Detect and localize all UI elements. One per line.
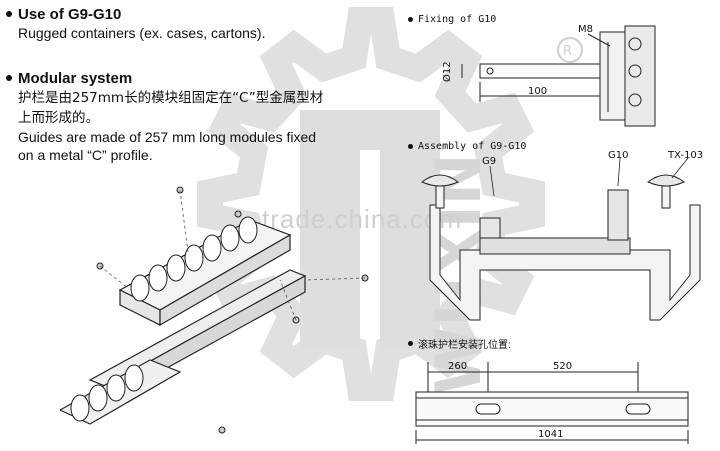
assembly-title: Assembly of G9-G10 — [418, 141, 527, 152]
assembly-g10-label: G10 — [608, 150, 628, 161]
fixing-drawing: M8 Ø12 100 R — [441, 24, 656, 127]
holes-drawing: 260 520 1041 — [415, 361, 689, 444]
bullet-icon — [408, 144, 413, 149]
fixing-title-row: Fixing of G10 — [408, 14, 496, 25]
roller-guide-illustration — [60, 186, 369, 434]
assembly-drawing: G9 G10 TX-103 — [421, 150, 703, 321]
fixing-length-label: 100 — [528, 86, 547, 97]
use-title: Use of G9-G10 — [18, 5, 122, 23]
bullet-icon — [408, 17, 413, 22]
holes-title-row: 滚珠护栏安装孔位置: — [408, 336, 511, 351]
use-description: Rugged containers (ex. cases, cartons). — [18, 25, 266, 41]
fixing-diameter-label: Ø12 — [441, 61, 453, 82]
fixing-title: Fixing of G10 — [418, 14, 497, 25]
modular-heading: Modular system — [6, 68, 356, 88]
modular-en-line-2: on a metal “C” profile. — [18, 147, 153, 163]
assembly-g9-label: G9 — [482, 156, 496, 167]
watermark-site-text: trade.china.com — [262, 204, 462, 234]
assembly-tx-label: TX-103 — [667, 150, 703, 161]
hole-dim-260: 260 — [448, 361, 467, 372]
modular-en-line-1: Guides are made of 257 mm long modules f… — [18, 129, 317, 145]
bullet-icon — [408, 341, 413, 346]
hole-dim-1041: 1041 — [538, 429, 563, 440]
left-text-panel: Use of G9-G10 Rugged containers (ex. cas… — [6, 4, 356, 164]
bullet-icon — [6, 11, 12, 17]
use-heading: Use of G9-G10 — [6, 4, 356, 24]
hole-dim-520: 520 — [553, 361, 572, 372]
fixing-m8-label: M8 — [578, 24, 593, 35]
modular-cn-line-2: 上而形成的。 — [18, 110, 99, 126]
registered-mark-icon: R — [563, 44, 572, 59]
assembly-title-row: Assembly of G9-G10 — [408, 141, 526, 152]
modular-title: Modular system — [18, 69, 133, 87]
holes-title: 滚珠护栏安装孔位置: — [418, 340, 511, 351]
modular-cn-line-1: 护栏是由257mm长的模块组固定在“C”型金属型材 — [18, 90, 324, 106]
bullet-icon — [6, 75, 12, 81]
